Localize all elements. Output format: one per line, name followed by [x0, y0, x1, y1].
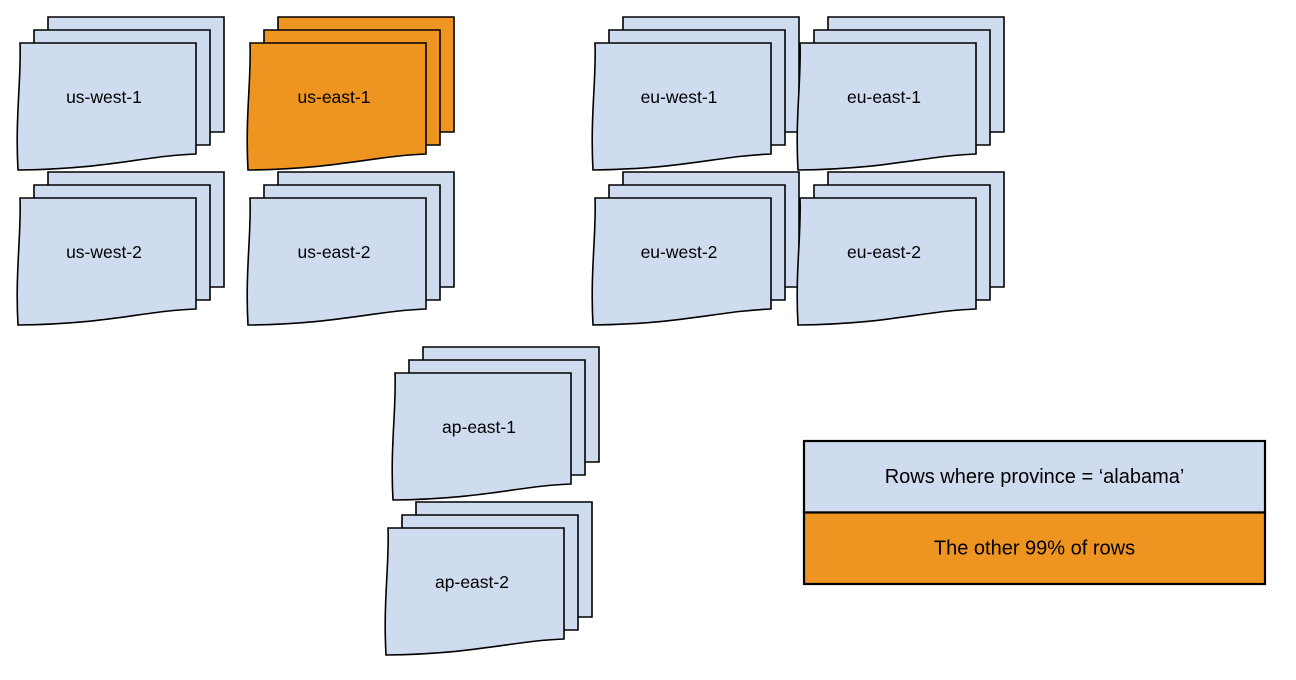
document-stack-us-west-1[interactable]: us-west-1 [16, 16, 225, 171]
document-stack-eu-east-1[interactable]: eu-east-1 [796, 16, 1005, 171]
document-stack-ap-east-1[interactable]: ap-east-1 [391, 346, 600, 501]
document-stack-eu-east-2[interactable]: eu-east-2 [796, 171, 1005, 326]
stack-label-ap-east-2: ap-east-2 [435, 572, 509, 592]
stack-label-us-west-1: us-west-1 [66, 87, 142, 107]
stack-front-sheet [246, 197, 427, 326]
stack-front-sheet [16, 42, 197, 171]
stack-front-sheet [246, 42, 427, 171]
legend: Rows where province = ‘alabama’ The other… [802, 439, 1267, 586]
stack-label-eu-east-2: eu-east-2 [847, 242, 921, 262]
stack-label-ap-east-1: ap-east-1 [442, 417, 516, 437]
stacks-layer: us-west-1 us-east-1 eu-west-1 eu-east-1 us-w… [16, 16, 1005, 656]
stack-label-eu-west-2: eu-west-2 [641, 242, 718, 262]
stack-front-sheet [391, 372, 572, 501]
document-stack-us-east-2[interactable]: us-east-2 [246, 171, 455, 326]
document-stack-ap-east-2[interactable]: ap-east-2 [384, 501, 593, 656]
stack-label-eu-east-1: eu-east-1 [847, 87, 921, 107]
stack-front-sheet [591, 197, 772, 326]
stack-label-us-west-2: us-west-2 [66, 242, 142, 262]
legend-label-legend-blue: Rows where province = ‘alabama’ [885, 466, 1185, 488]
stack-label-us-east-2: us-east-2 [298, 242, 371, 262]
stack-front-sheet [796, 197, 977, 326]
stack-front-sheet [384, 527, 565, 656]
stack-label-eu-west-1: eu-west-1 [641, 87, 718, 107]
document-stack-us-east-1[interactable]: us-east-1 [246, 16, 455, 171]
legend-swatch-legend-orange [802, 511, 1267, 586]
legend-swatch-legend-blue [802, 439, 1267, 514]
document-stack-eu-west-1[interactable]: eu-west-1 [591, 16, 800, 171]
stack-label-us-east-1: us-east-1 [298, 87, 371, 107]
legend-layer: Rows where province = ‘alabama’ The other… [802, 439, 1267, 586]
stack-front-sheet [16, 197, 197, 326]
legend-label-legend-orange: The other 99% of rows [934, 538, 1135, 560]
stack-front-sheet [796, 42, 977, 171]
stack-front-sheet [591, 42, 772, 171]
document-stack-eu-west-2[interactable]: eu-west-2 [591, 171, 800, 326]
document-stack-us-west-2[interactable]: us-west-2 [16, 171, 225, 326]
